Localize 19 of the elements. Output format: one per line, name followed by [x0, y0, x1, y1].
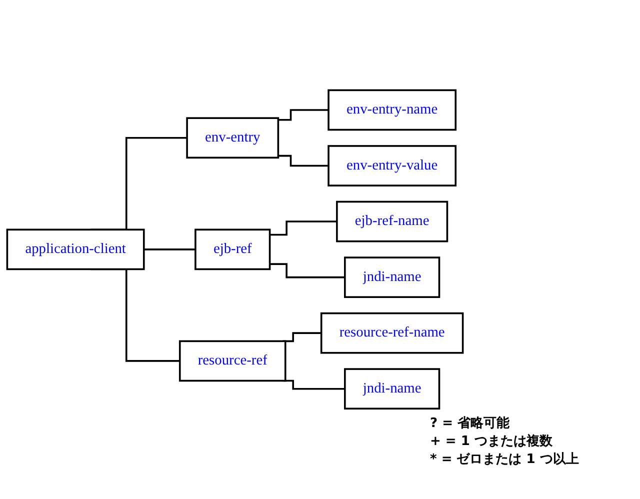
legend-note: * = ゼロまたは 1 つ以上	[430, 451, 579, 469]
node-box	[328, 145, 457, 187]
legend-note: ? = 省略可能	[430, 415, 510, 433]
connector	[270, 220, 337, 236]
node-box	[178, 340, 286, 382]
node-box	[344, 256, 440, 298]
connector	[278, 109, 329, 121]
node-box	[186, 117, 280, 159]
node-box	[194, 228, 271, 270]
connector	[270, 263, 345, 278]
node-box	[328, 89, 457, 131]
node-box	[320, 312, 464, 354]
tree-diagram: application-client env-entry env-entry-name env-entry-value ejb-ref ejb-ref-name jndi-name resource-ref resource-ref-name jndi-name	[0, 83, 470, 416]
connector	[278, 155, 329, 167]
node-box	[344, 368, 440, 410]
connector	[144, 248, 196, 250]
node-box	[336, 200, 448, 242]
legend-note: + = 1 つまたは複数	[430, 433, 554, 451]
node-box	[6, 228, 145, 270]
